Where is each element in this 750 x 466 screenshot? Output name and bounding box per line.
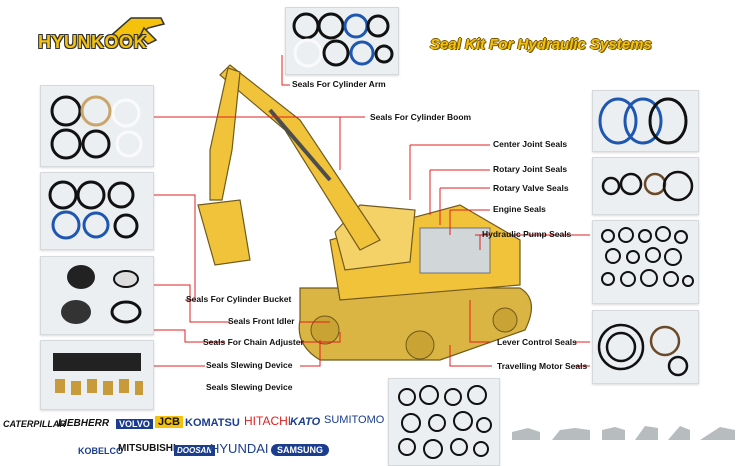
photo-seals-slewing-device: [40, 340, 154, 410]
brand-volvo: VOLVO: [116, 419, 153, 429]
brand-sumitomo: SUMITOMO: [324, 414, 385, 426]
label-seals-slewing-device-1: Seals Slewing Device: [206, 360, 293, 370]
seal-rings-icon: [292, 12, 394, 68]
brand-caterpillar: CATERPILLAR: [3, 419, 66, 429]
label-travelling-motor-seals: Travelling Motor Seals: [497, 361, 588, 371]
o-rings-icon: [597, 323, 689, 377]
leader-lines: [153, 55, 590, 367]
excavator-arm-logo-icon: [104, 17, 166, 45]
brand-samsung: SAMSUNG: [271, 444, 330, 456]
label-seals-cylinder-bucket: Seals For Cylinder Bucket: [186, 294, 292, 304]
label-seals-cylinder-boom: Seals For Cylinder Boom: [370, 112, 472, 122]
slewing-device-parts-icon: [53, 353, 143, 395]
page-title: Seal Kit For Hydraulic Systems: [430, 36, 652, 53]
photo-seals-bucket: [40, 172, 154, 250]
label-seals-chain-adjuster: Seals For Chain Adjuster: [203, 337, 304, 347]
brand-hyundai: HYUNDAI: [210, 441, 269, 456]
brand-mitsubishi: MITSUBISHI: [118, 443, 176, 454]
photo-center-joint-seals: [592, 90, 699, 152]
label-engine-seals: Engine Seals: [493, 204, 546, 214]
photo-seals-front-idler: [40, 256, 154, 335]
brand-liebherr: LIEBHERR: [58, 418, 110, 429]
machine-silhouettes-icon: [512, 426, 735, 440]
seal-rings-icon: [601, 170, 694, 202]
brand-logo: [36, 10, 166, 60]
label-seals-slewing-device-2: Seals Slewing Device: [206, 382, 293, 392]
brand-kobelco: KOBELCO: [78, 446, 123, 456]
label-rotary-joint-seals: Rotary Joint Seals: [493, 164, 568, 174]
o-rings-icon: [398, 385, 492, 459]
label-lever-control-seals: Lever Control Seals: [497, 337, 577, 347]
brand-jcb: JCB: [155, 416, 184, 428]
photo-rotary-joint-seals: [592, 157, 699, 215]
seal-rings-icon: [50, 95, 143, 160]
photo-lever-control-seals: [592, 310, 699, 384]
label-seals-cylinder-arm: Seals For Cylinder Arm: [292, 79, 386, 89]
seal-rings-icon: [598, 97, 688, 145]
brand-logo-text: HYUNKOOK: [38, 32, 148, 52]
seal-rings-icon: [48, 180, 139, 240]
photo-hydraulic-pump-seals: [592, 220, 699, 304]
label-rotary-valve-seals: Rotary Valve Seals: [493, 183, 569, 193]
brand-komatsu: KOMATSU: [185, 417, 240, 429]
brand-kato: KATO: [290, 416, 321, 428]
photo-travelling-motor-seals: [388, 378, 500, 466]
brand-hitachi: HITACHI: [244, 414, 292, 428]
idler-seal-icon: [61, 265, 142, 324]
label-center-joint-seals: Center Joint Seals: [493, 139, 568, 149]
label-seals-front-idler: Seals Front Idler: [228, 316, 295, 326]
photo-seals-boom: [40, 85, 154, 167]
photo-seals-cylinder-arm: [285, 7, 399, 75]
brand-doosan: DOOSAN: [174, 445, 216, 456]
o-rings-icon: [601, 226, 694, 287]
excavator-illustration: [197, 64, 532, 361]
label-hydraulic-pump-seals: Hydraulic Pump Seals: [482, 229, 572, 239]
